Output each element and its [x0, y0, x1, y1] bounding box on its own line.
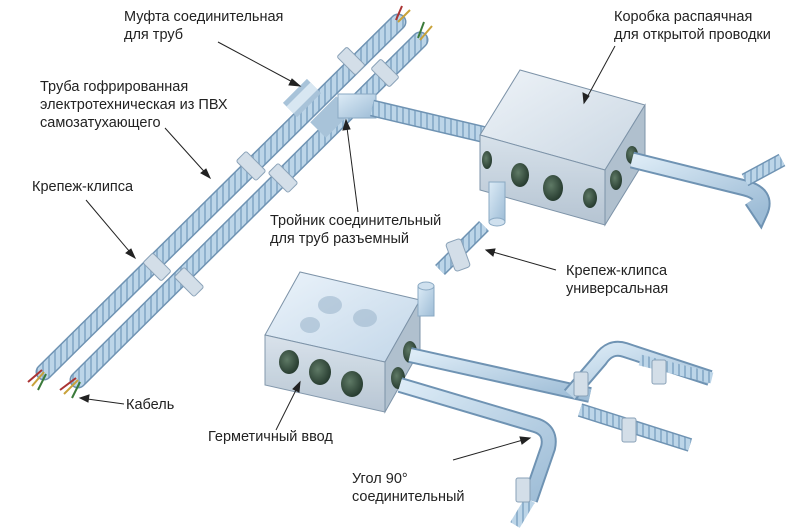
label-clip: Крепеж-клипса	[32, 178, 133, 196]
cable-wires-left	[27, 369, 47, 391]
label-line: Кабель	[126, 397, 175, 413]
right-elbow-pipe	[629, 151, 786, 230]
label-line: Коробка распаячная	[614, 9, 753, 25]
label-line: Крепеж-клипса	[566, 263, 668, 279]
leader-lines	[78, 41, 616, 461]
label-line: Муфта соединительная	[124, 9, 284, 25]
label-line: Тройник соединительный	[270, 213, 442, 229]
cable-wires-top	[395, 5, 433, 41]
label-corrugated-pipe: Труба гофрированная электротехническая и…	[40, 78, 228, 132]
label-cable: Кабель	[126, 396, 174, 414]
universal-clip	[435, 221, 489, 275]
cable-wires-right	[59, 377, 81, 399]
label-junction-box: Коробка распаячная для открытой проводки	[614, 8, 771, 44]
lower-clips	[515, 359, 667, 503]
coupling	[282, 78, 322, 118]
label-universal-clip: Крепеж-клипса универсальная	[566, 262, 668, 298]
label-tee: Тройник соединительный для труб разъемны…	[270, 212, 441, 248]
label-sealed-gland: Герметичный ввод	[208, 428, 333, 446]
pipe-to-junction-box	[370, 99, 492, 145]
label-line: самозатухающего	[40, 115, 161, 131]
label-line: для труб разъемный	[270, 231, 410, 247]
box-outlet-pipe	[488, 181, 506, 227]
lower-pipe-network	[397, 340, 714, 528]
corrugated-pipe-left	[35, 13, 407, 381]
label-line: соединительный	[352, 489, 465, 505]
junction-box-sealed	[264, 271, 421, 414]
label-line: для открытой проводки	[614, 27, 771, 43]
label-line: Крепеж-клипса	[32, 179, 134, 195]
label-line: универсальная	[566, 281, 669, 297]
label-line: для труб	[124, 27, 184, 43]
label-coupling: Муфта соединительная для труб	[124, 8, 283, 44]
junction-box-open-wiring	[479, 69, 646, 227]
label-line: Угол 90°	[352, 471, 408, 487]
label-line: Труба гофрированная	[40, 79, 189, 95]
pipe-clips	[143, 47, 399, 297]
label-line: электротехническая из ПВХ	[40, 97, 228, 113]
label-elbow: Угол 90° соединительный	[352, 470, 465, 506]
top-stub-pipe	[417, 281, 435, 317]
label-line: Герметичный ввод	[208, 429, 333, 445]
tee-connector	[310, 93, 377, 138]
